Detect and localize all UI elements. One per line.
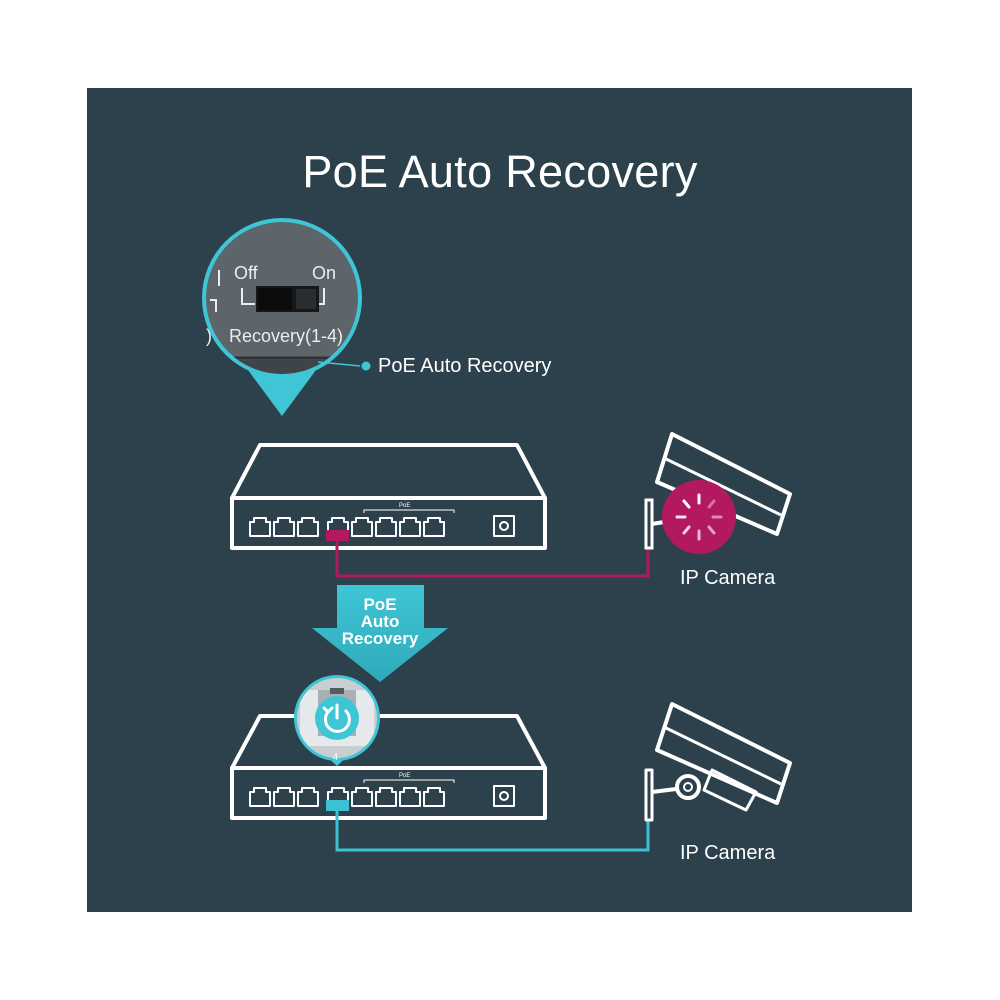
loading-spinner-icon [675,493,723,541]
poe-port-tag-bottom: PoE [399,773,411,779]
arrow-label-line-3: Recovery [341,629,419,648]
camera-top [644,432,792,554]
arrow-label-line-2: Auto [360,612,400,631]
camera-top-label: IP Camera [680,567,776,589]
camera-bottom [644,702,792,822]
recovered-link [326,800,650,852]
port-closeup [294,675,380,766]
switch-top-body [230,496,547,550]
switch-off-label: Off [234,263,258,283]
switch-top-ports [249,509,515,537]
port-number: 4 [333,752,339,762]
arrow-label-line-1: PoE [363,595,397,614]
switch-bottom [230,714,547,820]
callout-leader-line [317,361,361,367]
page-title: PoE Auto Recovery [302,146,698,197]
closeup-pointer [248,370,316,416]
faulty-link [326,530,650,578]
camera-bottom-label: IP Camera [680,842,776,864]
switch-recovery-label: Recovery(1-4) [229,326,344,346]
camera-fault-badge [662,480,736,554]
switch-bottom-lid [230,714,547,770]
switch-paren-fragment: ) [206,326,212,346]
switch-bottom-body [230,766,547,820]
switch-on-label: On [312,263,337,283]
power-recovery-icon [322,703,351,733]
poe-port-tag-top: PoE [399,503,411,509]
arrow-label: PoE Auto Recovery [312,596,448,647]
switch-top [230,443,547,550]
recovery-arrow [312,585,448,682]
switch-closeup [202,218,371,416]
callout-dot [361,361,371,371]
switch-bottom-ports [249,779,515,807]
switch-top-lid [230,443,547,500]
callout-label: PoE Auto Recovery [378,355,552,377]
